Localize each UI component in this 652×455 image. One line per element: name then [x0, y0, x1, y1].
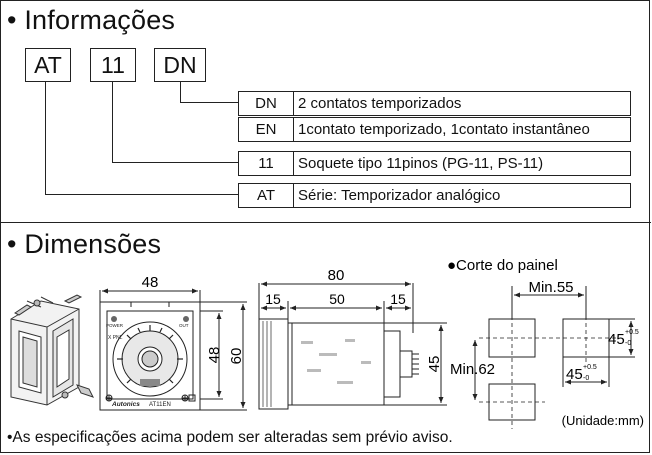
section-title-dimensions: • Dimensões	[7, 229, 162, 259]
leader-socket-horizontal	[112, 162, 238, 163]
leader-series-vertical	[45, 82, 46, 194]
section-divider	[1, 222, 651, 223]
panel-cut-height-label: 45	[608, 331, 625, 348]
option-desc: 2 contatos temporizados	[298, 95, 462, 112]
panel-cut-width-tol-plus: +0.5	[583, 364, 597, 371]
code-contacts: DN	[154, 48, 206, 82]
side-right-label: 15	[390, 291, 406, 307]
svg-text:POWER: POWER	[106, 323, 124, 328]
front-width-label: 48	[142, 274, 159, 291]
front-model: AT11EN	[149, 402, 171, 408]
socket-illustration	[10, 294, 94, 406]
panel-cut-width-label: 45	[566, 366, 583, 383]
svg-text:OUT: OUT	[179, 323, 189, 328]
option-desc: Série: Temporizador analógico	[298, 187, 501, 204]
option-row-dn: DN 2 contatos temporizados	[238, 91, 631, 116]
option-row-en: EN 1contato temporizado, 1contato instan…	[238, 117, 631, 142]
option-code: AT	[239, 184, 294, 207]
footnote: •As especificações acima podem ser alter…	[7, 429, 453, 446]
front-brand: Autonics	[111, 401, 140, 408]
panel-cut-title: ●Corte do painel	[447, 257, 558, 274]
leader-dn-horizontal	[180, 102, 238, 103]
leader-series-horizontal	[45, 194, 238, 195]
side-total-label: 80	[328, 267, 345, 284]
panel-h-spacing-label: Min.55	[528, 279, 573, 296]
front-outer-height-label: 60	[228, 348, 245, 365]
option-row-11: 11 Soquete tipo 11pinos (PG-11, PS-11)	[238, 151, 631, 176]
svg-text:X PNL: X PNL	[108, 335, 123, 341]
code-series: AT	[25, 48, 71, 82]
option-desc: Soquete tipo 11pinos (PG-11, PS-11)	[298, 155, 544, 172]
panel-cut-height-tol-plus: +0.5	[625, 329, 639, 336]
leader-dn-vertical	[180, 82, 181, 102]
option-row-at: AT Série: Temporizador analógico	[238, 183, 631, 208]
panel-v-spacing-label: Min.62	[450, 361, 495, 378]
panel-cut-height-tol-minus: -0	[625, 340, 631, 347]
unit-note: (Unidade:mm)	[562, 413, 644, 428]
option-code: 11	[239, 152, 294, 175]
section-title-info: • Informações	[7, 5, 176, 35]
code-socket: 11	[90, 48, 136, 82]
option-code: EN	[239, 118, 294, 141]
side-height-label: 45	[426, 356, 443, 373]
option-desc: 1contato temporizado, 1contato instantân…	[298, 121, 590, 138]
panel-cutout	[472, 286, 635, 429]
front-inner-height-label: 48	[206, 347, 223, 364]
front-view: POWER OUT X PNL Autonics AT11EN	[99, 288, 247, 411]
side-view	[258, 281, 447, 410]
panel-cut-width-tol-minus: -0	[583, 375, 589, 382]
leader-socket-vertical	[112, 82, 113, 162]
option-code: DN	[239, 92, 294, 115]
side-left-label: 15	[265, 291, 281, 307]
side-middle-label: 50	[329, 291, 345, 307]
